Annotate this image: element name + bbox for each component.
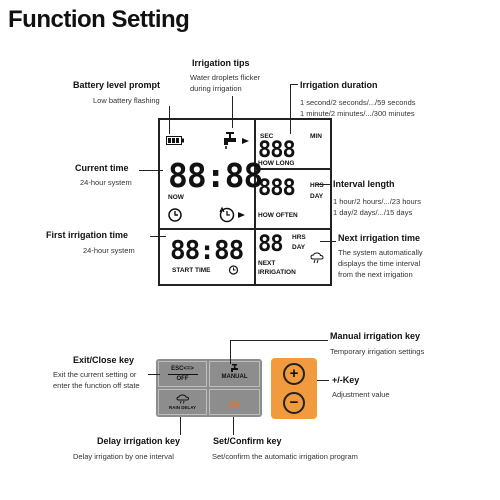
irrigation-tips-desc-1: Water droplets flicker xyxy=(190,73,261,82)
connector-battery xyxy=(169,106,170,134)
connector-delay xyxy=(180,417,181,435)
current-time-title: Current time xyxy=(75,163,129,173)
current-time-desc: 24-hour system xyxy=(80,178,132,187)
battery-title: Battery level prompt xyxy=(73,80,161,90)
manual-label: MANUAL xyxy=(221,374,248,380)
battery-desc: Low battery flashing xyxy=(93,96,160,105)
current-time-digits: 88:88 xyxy=(168,156,263,195)
set-key-desc: Set/confirm the automatic irrigation pro… xyxy=(212,452,358,461)
connector-plus-minus xyxy=(317,380,329,381)
start-time-label: START TIME xyxy=(172,267,211,274)
next-label: NEXT xyxy=(258,260,276,267)
irrigation-tips-title: Irrigation tips xyxy=(192,58,250,68)
plus-minus-desc: Adjustment value xyxy=(332,390,390,399)
start-time-digits: 88:88 xyxy=(170,236,244,266)
plus-minus-keypad: + − xyxy=(271,358,317,419)
faucet-icon xyxy=(230,364,238,372)
rain-cloud-icon xyxy=(175,394,189,404)
battery-icon xyxy=(166,136,184,145)
exit-key-desc-2: enter the function off state xyxy=(53,381,140,390)
sec-label: SEC xyxy=(260,133,274,140)
how-long-label: HOW LONG xyxy=(258,160,295,167)
connector-duration-v xyxy=(290,84,291,134)
plus-key[interactable]: + xyxy=(283,363,305,385)
interval-desc-1: 1 hour/2 hours/.../23 hours xyxy=(333,197,421,206)
set-key-title: Set/Confirm key xyxy=(213,436,282,446)
lcd-divider-right-1 xyxy=(256,168,330,170)
lcd-display: 88:88 NOW SEC MIN 888 HOW LONG 888 HRS D… xyxy=(158,118,332,286)
lcd-divider-horizontal xyxy=(160,228,330,230)
esc-label: ESC<=> xyxy=(171,366,194,372)
off-label: OFF xyxy=(167,374,198,382)
connector-next-time xyxy=(320,241,336,242)
next-time-title: Next irrigation time xyxy=(338,233,421,243)
exit-key-title: Exit/Close key xyxy=(73,355,135,365)
hrs-label-1: HRS xyxy=(310,182,324,189)
lcd-divider-vertical xyxy=(254,120,256,284)
manual-key-title: Manual irrigation key xyxy=(330,331,421,341)
set-ok-label: OK xyxy=(228,400,241,409)
next-irrigation-digits: 88 xyxy=(258,232,283,257)
exit-key-desc-1: Exit the current setting or xyxy=(53,370,137,379)
delay-irrigation-key[interactable]: RAIN DELAY xyxy=(158,389,207,415)
interval-title: Interval length xyxy=(333,179,395,189)
connector-first-time xyxy=(150,236,166,237)
next-time-desc-1: The system automatically xyxy=(338,248,423,257)
interval-digits: 888 xyxy=(258,176,296,201)
irrigation-label: IRRIGATION xyxy=(258,269,296,276)
connector-current-time xyxy=(139,170,163,171)
now-label: NOW xyxy=(168,194,184,201)
manual-key-desc: Temporary irrigation settings xyxy=(330,347,425,356)
rain-delay-label: RAIN DELAY xyxy=(168,405,197,410)
delay-key-desc: Delay irrigation by one interval xyxy=(73,452,174,461)
duration-title: Irrigation duration xyxy=(300,80,378,90)
page-title: Function Setting xyxy=(8,6,190,33)
clock-icon xyxy=(168,208,182,222)
faucet-icon xyxy=(224,132,249,149)
day-label-2: DAY xyxy=(292,244,306,251)
connector-manual-v xyxy=(230,340,231,364)
duration-desc-2: 1 minute/2 minutes/.../300 minutes xyxy=(300,109,415,118)
connector-interval xyxy=(316,184,331,185)
connector-duration-h xyxy=(290,84,298,85)
duration-desc-1: 1 second/2 seconds/.../59 seconds xyxy=(300,98,416,107)
first-time-desc: 24-hour system xyxy=(83,246,135,255)
interval-desc-2: 1 day/2 days/.../15 days xyxy=(333,208,413,217)
connector-manual-h xyxy=(230,340,328,341)
alarm-clock-icon xyxy=(228,265,239,275)
min-label: MIN xyxy=(310,133,322,140)
how-often-label: HOW OFTEN xyxy=(258,212,298,219)
next-time-desc-3: from the next irrigation xyxy=(338,270,413,279)
hrs-label-2: HRS xyxy=(292,234,306,241)
irrigation-tips-desc-2: during irrigation xyxy=(190,84,242,93)
set-confirm-key[interactable]: OK xyxy=(209,389,260,415)
next-time-desc-2: displays the time interval xyxy=(338,259,421,268)
day-label-1: DAY xyxy=(310,193,324,200)
delay-key-title: Delay irrigation key xyxy=(97,436,181,446)
keypad: ESC<=> OFF MANUAL RAIN DELAY OK xyxy=(156,359,262,417)
connector-set xyxy=(233,417,234,435)
duration-digits: 888 xyxy=(258,138,296,163)
exit-close-key[interactable]: ESC<=> OFF xyxy=(158,361,207,387)
first-time-title: First irrigation time xyxy=(46,230,129,240)
connector-irrigation-tips xyxy=(232,96,233,128)
plus-minus-title: +/-Key xyxy=(332,375,360,385)
minus-key[interactable]: − xyxy=(283,392,305,414)
cycle-clock-icon xyxy=(219,206,245,223)
manual-irrigation-key[interactable]: MANUAL xyxy=(209,361,260,387)
connector-exit xyxy=(148,374,160,375)
rain-cloud-icon xyxy=(310,252,324,264)
